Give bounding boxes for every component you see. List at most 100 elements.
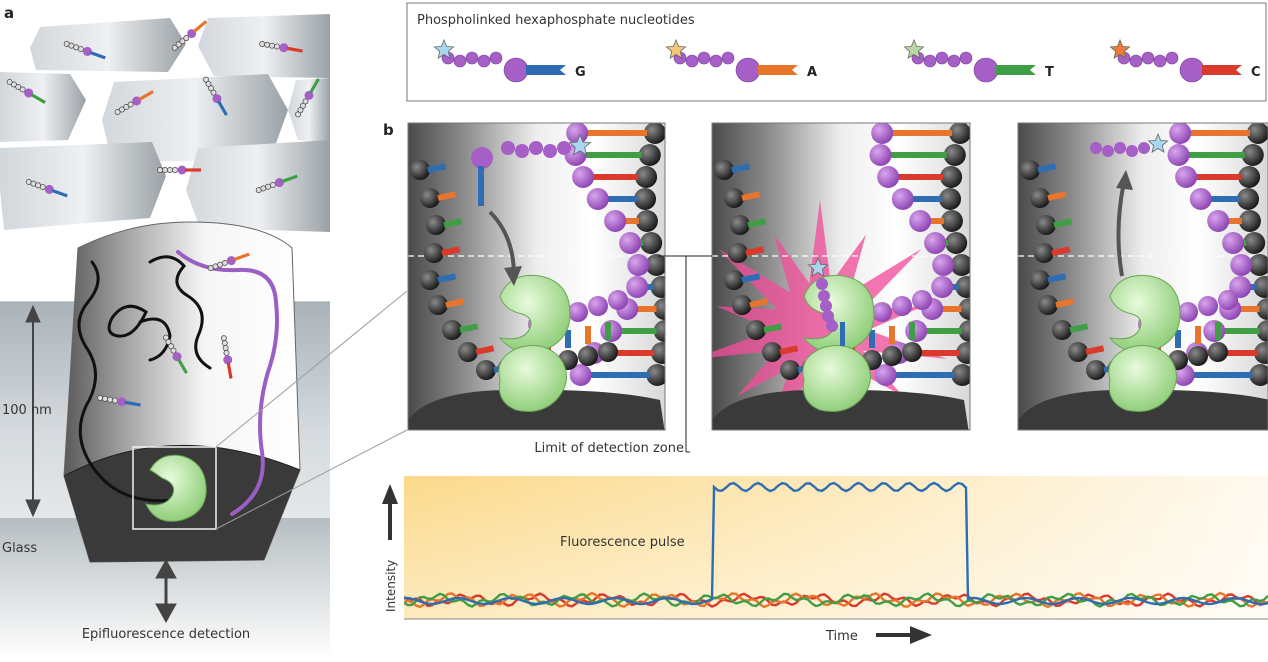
base-pair bbox=[619, 328, 657, 334]
phosphate-ball bbox=[685, 54, 699, 68]
backbone-ball bbox=[420, 270, 440, 290]
legend-item-t: T bbox=[903, 38, 1054, 83]
backbone-ball bbox=[1256, 298, 1268, 320]
backbone-ball bbox=[746, 320, 766, 340]
base-bar bbox=[1202, 65, 1242, 75]
base-bar bbox=[763, 323, 783, 333]
pulse-label: Fluorescence pulse bbox=[560, 535, 685, 550]
backbone-ball bbox=[650, 276, 665, 298]
base-pair bbox=[588, 372, 650, 378]
phosphate-ball bbox=[489, 51, 503, 65]
base-bar bbox=[445, 298, 465, 308]
backbone-ball bbox=[598, 342, 618, 362]
base-pair bbox=[583, 152, 642, 158]
primer-ball bbox=[1230, 254, 1253, 276]
primer-ball bbox=[604, 210, 627, 232]
phosphate-ball bbox=[1141, 51, 1155, 65]
base-pair bbox=[1188, 130, 1250, 136]
phosphate-ball bbox=[709, 54, 723, 68]
base-pair bbox=[602, 350, 655, 356]
backbone-ball bbox=[1068, 342, 1088, 362]
base-pair bbox=[1238, 306, 1260, 312]
base-bar bbox=[1215, 322, 1221, 340]
legend-item-g: G bbox=[433, 38, 586, 83]
backbone-ball bbox=[1086, 360, 1106, 380]
y-axis-arrow bbox=[382, 484, 398, 540]
backbone-ball bbox=[724, 270, 744, 290]
nucleotide-icon bbox=[255, 174, 298, 194]
phosphate-ball bbox=[959, 51, 973, 65]
panel-b-letter: b bbox=[383, 121, 394, 139]
backbone-ball bbox=[646, 364, 665, 386]
base-bar bbox=[1051, 246, 1071, 256]
backbone-ball bbox=[1036, 215, 1056, 235]
legend-title: Phospholinked hexaphosphate nucleotides bbox=[417, 13, 695, 28]
phosphate-ball bbox=[1129, 54, 1143, 68]
backbone-ball bbox=[410, 160, 430, 180]
sugar-ball bbox=[973, 57, 999, 83]
primer-ball bbox=[1203, 320, 1226, 342]
base-bar bbox=[745, 246, 765, 256]
primer-ball bbox=[1207, 210, 1230, 232]
backbone-ball bbox=[951, 364, 970, 386]
backbone-ball bbox=[644, 123, 665, 144]
primer-ball bbox=[924, 232, 947, 254]
nucleotide-icon bbox=[63, 40, 106, 60]
base-bar bbox=[747, 218, 767, 228]
legend-item-a: A bbox=[665, 38, 817, 83]
nucleotide-icon bbox=[114, 90, 154, 115]
backbone-ball bbox=[653, 298, 665, 320]
nucleotide-icon bbox=[163, 334, 188, 374]
primer-ball bbox=[568, 302, 588, 322]
release-arrow bbox=[1116, 181, 1126, 277]
phosphate-ball bbox=[465, 51, 479, 65]
phosphate-ball bbox=[935, 51, 949, 65]
sugar-ball bbox=[735, 57, 761, 83]
backbone-ball bbox=[1247, 123, 1268, 144]
polymerase-lower bbox=[498, 345, 567, 412]
primer-ball bbox=[874, 364, 897, 386]
fluorophore-star-icon bbox=[903, 38, 925, 59]
backbone-ball bbox=[732, 295, 752, 315]
base-pair bbox=[940, 306, 962, 312]
phosphate-ball bbox=[453, 54, 467, 68]
base-pair bbox=[907, 350, 960, 356]
glass-label: Glass bbox=[2, 541, 37, 556]
base-pair bbox=[645, 284, 654, 290]
backbone-ball bbox=[714, 160, 734, 180]
base-bar bbox=[1047, 273, 1067, 283]
template-dna bbox=[77, 250, 279, 516]
backbone-ball bbox=[428, 295, 448, 315]
backbone-ball bbox=[1030, 270, 1050, 290]
panel-frame bbox=[711, 122, 971, 431]
backbone-ball bbox=[1188, 346, 1208, 366]
base-pair bbox=[635, 306, 657, 312]
fluorophore-star-icon bbox=[1147, 132, 1169, 153]
backbone-ball bbox=[1241, 144, 1264, 166]
backbone-ball bbox=[424, 243, 444, 263]
nucleotide-in-panel bbox=[1090, 132, 1169, 277]
fluorophore-star-icon bbox=[433, 38, 455, 59]
incorporation-step-2 bbox=[711, 122, 971, 431]
backbone-ball bbox=[1020, 160, 1040, 180]
panel-a: a bbox=[0, 4, 408, 658]
sugar-ball bbox=[1179, 57, 1205, 83]
y-axis-label: Intensity bbox=[384, 560, 398, 612]
nucleotide-icon bbox=[220, 335, 233, 379]
base-bar bbox=[909, 322, 915, 340]
phosphate-ball bbox=[697, 51, 711, 65]
nucleotide-in-panel bbox=[471, 133, 592, 286]
primer-ball bbox=[1175, 166, 1198, 188]
backbone-ball bbox=[949, 123, 970, 144]
phosphate-ball bbox=[923, 54, 937, 68]
primer-ball bbox=[909, 210, 932, 232]
backbone-ball bbox=[940, 210, 963, 232]
backbone-ball bbox=[1249, 364, 1268, 386]
legend-letter: T bbox=[1045, 65, 1054, 80]
base-pair bbox=[896, 174, 944, 180]
base-bar bbox=[475, 345, 495, 355]
backbone-ball bbox=[939, 188, 962, 210]
base-pair bbox=[1226, 218, 1242, 224]
zone-label: Limit of detection zone bbox=[534, 441, 684, 456]
